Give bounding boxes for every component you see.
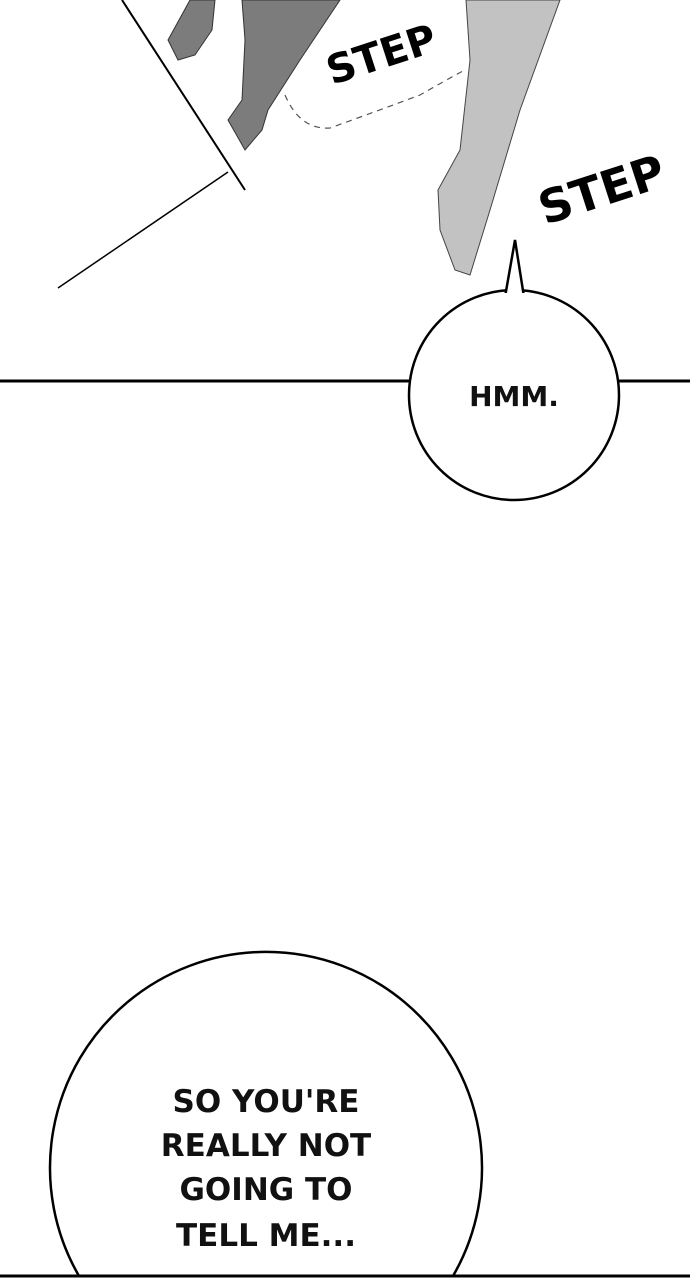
dark-figure-leg-back: [167, 0, 216, 61]
bubble-line-1: SO YOU'RE: [173, 1084, 360, 1120]
bubble-line-4: TELL ME...: [176, 1218, 356, 1254]
bubble-tail: [503, 239, 526, 299]
speech-bubble-question: SO YOU'RE REALLY NOT GOING TO TELL ME...: [48, 950, 484, 1278]
panel-top: STEP STEP: [57, 0, 672, 289]
bubble-line-2: REALLY NOT: [161, 1128, 371, 1164]
panel-edge-line: [121, 0, 246, 191]
sfx-step-1: STEP: [321, 16, 442, 95]
bubble-text: HMM.: [469, 380, 559, 413]
dark-figure-leg: [227, 0, 341, 151]
sfx-step-2: STEP: [532, 144, 672, 235]
bubble-line-3: GOING TO: [179, 1172, 352, 1208]
speech-bubble-hmm: HMM.: [407, 239, 621, 502]
light-figure-leg: [437, 0, 561, 276]
speed-line: [57, 171, 229, 289]
bubble-outline: [48, 950, 484, 1278]
